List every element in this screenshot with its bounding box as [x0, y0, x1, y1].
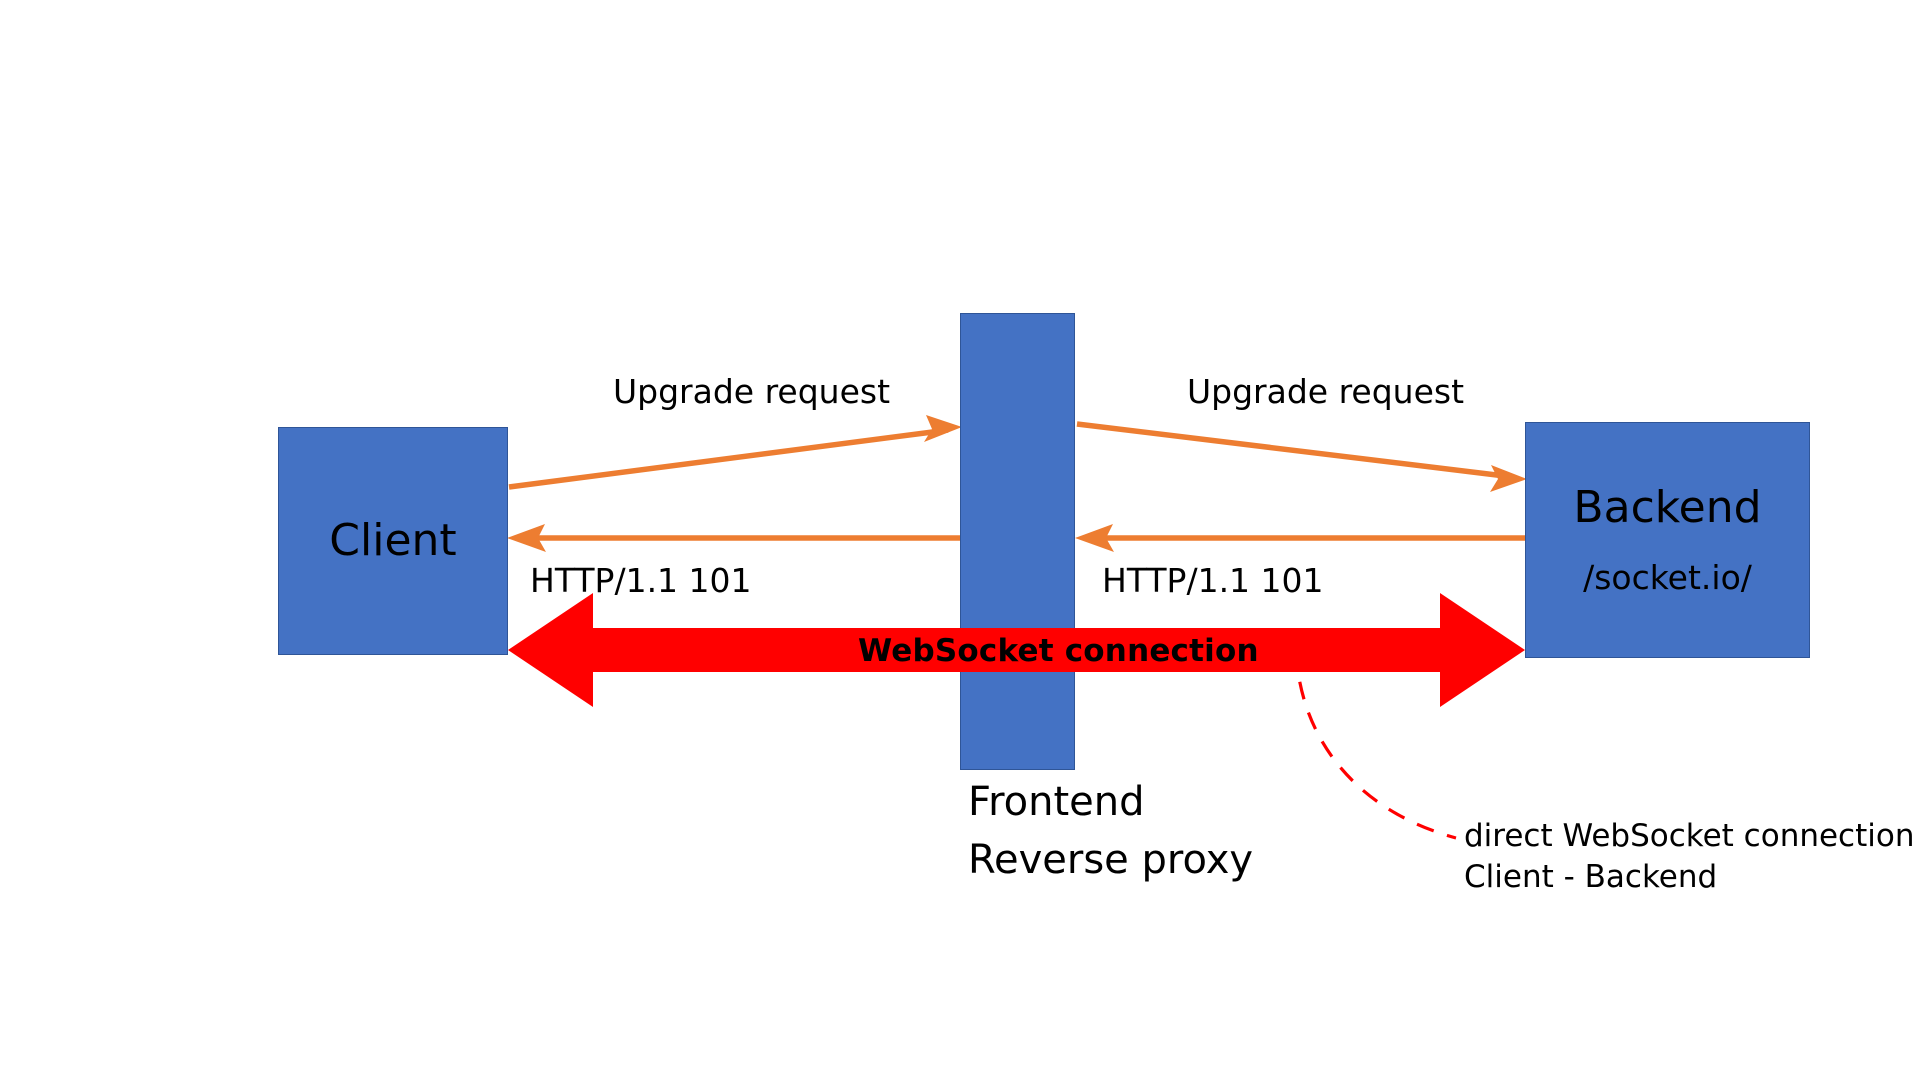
label-websocket-connection: WebSocket connection — [858, 633, 1259, 669]
node-client[interactable]: Client — [278, 427, 508, 655]
label-http101-right: HTTP/1.1 101 — [1102, 561, 1324, 600]
websocket-double-arrow — [508, 593, 1525, 707]
callout-text-line1: direct WebSocket connection — [1464, 818, 1915, 854]
connector-upgrade-client-to-proxy — [508, 415, 962, 490]
label-http101-left: HTTP/1.1 101 — [530, 561, 752, 600]
label-reverse-proxy-line1: Frontend — [968, 779, 1145, 825]
label-upgrade-request-right: Upgrade request — [1187, 372, 1465, 411]
node-backend-label: Backend — [1573, 482, 1762, 534]
node-reverse-proxy[interactable] — [960, 313, 1075, 770]
connector-upgrade-proxy-to-backend — [1076, 421, 1527, 492]
connector-http101-proxy-to-client — [507, 524, 962, 552]
node-backend-path-label: /socket.io/ — [1583, 557, 1752, 597]
label-reverse-proxy-line2: Reverse proxy — [968, 837, 1254, 883]
callout-dashed-curve — [1294, 649, 1457, 840]
label-upgrade-request-left: Upgrade request — [613, 372, 891, 411]
node-client-label: Client — [329, 515, 457, 567]
node-backend[interactable]: Backend /socket.io/ — [1525, 422, 1810, 658]
connector-http101-backend-to-proxy — [1075, 524, 1525, 552]
callout-text-line2: Client - Backend — [1464, 859, 1718, 895]
